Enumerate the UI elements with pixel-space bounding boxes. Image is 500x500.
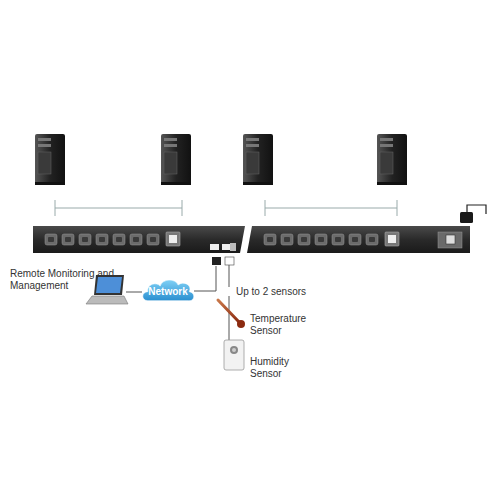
end-panel xyxy=(438,232,462,248)
label-text: Humidity Sensor xyxy=(250,356,310,380)
power-plug xyxy=(460,205,486,223)
bracket-lines xyxy=(55,200,397,216)
switch xyxy=(446,235,455,244)
label-text: Up to 2 sensors xyxy=(236,286,326,298)
label-text: Remote Monitoring and Management xyxy=(10,268,120,292)
computers xyxy=(35,134,407,185)
sensor-ports xyxy=(210,243,236,265)
laptop xyxy=(86,275,128,304)
temperature-sensor-icon xyxy=(218,300,245,328)
label-text: Temperature Sensor xyxy=(250,313,320,337)
humidity-sensor-icon xyxy=(224,340,244,370)
outlets xyxy=(45,232,399,246)
sensor-leaders xyxy=(229,265,230,340)
network-cloud: Network xyxy=(140,276,196,304)
node-text: Network xyxy=(148,286,187,298)
pdu-bar xyxy=(33,226,470,253)
